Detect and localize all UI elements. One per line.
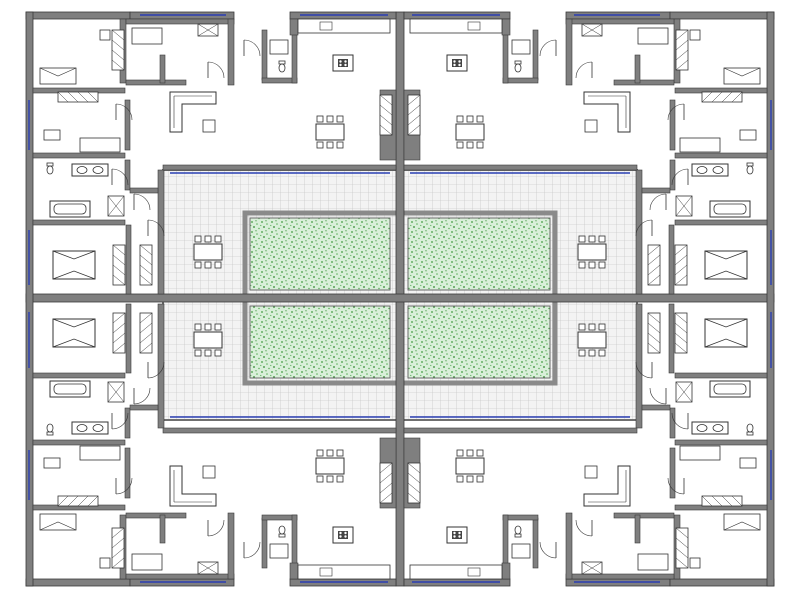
party-walls bbox=[25, 11, 775, 587]
courtyard-dining-set bbox=[577, 235, 607, 269]
garden-bed-top-right bbox=[407, 217, 551, 291]
courtyard-dining-set bbox=[193, 323, 223, 357]
garden-bed-top-left bbox=[249, 217, 391, 291]
apartment-unit-top-left bbox=[32, 18, 397, 295]
garden-bed-bottom-right bbox=[407, 305, 551, 379]
courtyard-dining-set bbox=[577, 323, 607, 357]
courtyard-dining-set bbox=[193, 235, 223, 269]
garden-bed-bottom-left bbox=[249, 305, 391, 379]
